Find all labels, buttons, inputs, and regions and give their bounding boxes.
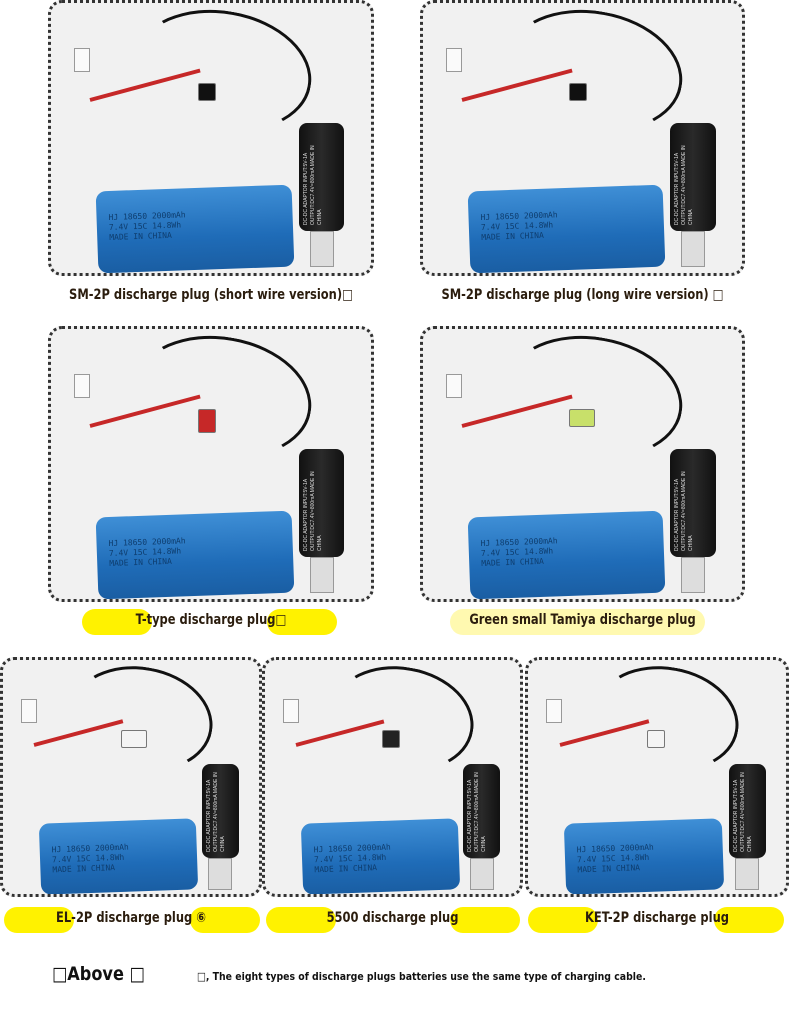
- highlight-pill-left: [528, 907, 598, 933]
- usb-charger: DC-DC ADAPTOR INPUT:5V-1A OUTPUT:DC7.4V=…: [202, 764, 239, 859]
- adapter-label: DC-DC ADAPTOR INPUT:5V-1A OUTPUT:DC7.4V=…: [732, 772, 753, 853]
- panel-caption: EL-2P discharge plug ⑥: [56, 910, 206, 926]
- highlight-pill-right: [267, 609, 337, 635]
- usb-connector: [469, 858, 494, 890]
- panel-caption: 5500 discharge plug: [326, 910, 459, 926]
- charging-cable: [322, 660, 482, 783]
- highlight-pill-left: [82, 609, 152, 635]
- balance-connector: [73, 374, 90, 398]
- adapter-label: DC-DC ADAPTOR INPUT:5V-1A OUTPUT:DC7.4V=…: [674, 145, 694, 225]
- balance-connector: [546, 699, 563, 724]
- charging-cable: [60, 660, 221, 784]
- charging-cable: [495, 3, 693, 146]
- charging-cable: [495, 329, 693, 472]
- panel-caption: Green small Tamiya discharge plug: [469, 612, 696, 628]
- usb-connector: [680, 231, 705, 267]
- adapter-label: DC-DC ADAPTOR INPUT:5V-1A OUTPUT:DC7.4V=…: [467, 772, 488, 853]
- usb-charger: DC-DC ADAPTOR INPUT:5V-1A OUTPUT:DC7.4V=…: [463, 764, 500, 859]
- panel-caption: SM-2P discharge plug (short wire version…: [69, 287, 353, 303]
- usb-connector: [309, 557, 334, 593]
- usb-charger: DC-DC ADAPTOR INPUT:5V-1A OUTPUT:DC7.4V=…: [298, 449, 345, 557]
- usb-charger: DC-DC ADAPTOR INPUT:5V-1A OUTPUT:DC7.4V=…: [670, 123, 716, 231]
- panel-caption: SM-2P discharge plug (long wire version)…: [441, 287, 724, 303]
- panel-caption: T-type discharge plug□: [135, 612, 287, 628]
- adapter-label: DC-DC ADAPTOR INPUT:5V-1A OUTPUT:DC7.4V=…: [206, 772, 227, 853]
- discharge-plug-sm-2p: [569, 83, 588, 101]
- discharge-plug-tamiya: [569, 409, 596, 427]
- charging-cable: [123, 3, 321, 146]
- footer-note: □Above □ □, The eight types of discharge…: [52, 963, 725, 985]
- charging-cable: [123, 329, 321, 472]
- discharge-plug-t-type: [197, 409, 216, 433]
- adapter-label: DC-DC ADAPTOR INPUT:5V-1A OUTPUT:DC7.4V=…: [674, 471, 694, 551]
- note-text: □, The eight types of discharge plugs ba…: [196, 970, 646, 983]
- product-panel: DC-DC ADAPTOR INPUT:5V-1A OUTPUT:DC7.4V=…: [48, 326, 374, 602]
- balance-connector: [283, 699, 300, 724]
- usb-connector: [735, 858, 760, 890]
- usb-charger: DC-DC ADAPTOR INPUT:5V-1A OUTPUT:DC7.4V=…: [670, 449, 716, 557]
- discharge-plug-5500: [382, 729, 401, 748]
- highlight-band: [450, 609, 705, 635]
- discharge-plug-el-2p: [120, 729, 147, 748]
- product-panel: DC-DC ADAPTOR INPUT:5V-1A OUTPUT:DC7.4V=…: [262, 657, 523, 897]
- highlight-pill-right: [450, 907, 520, 933]
- balance-connector: [445, 374, 462, 398]
- product-panel: DC-DC ADAPTOR INPUT:5V-1A OUTPUT:DC7.4V=…: [48, 0, 374, 276]
- balance-connector: [21, 699, 38, 724]
- balance-connector: [73, 48, 90, 72]
- charging-cable: [586, 660, 748, 784]
- product-panel: DC-DC ADAPTOR INPUT:5V-1A OUTPUT:DC7.4V=…: [420, 0, 745, 276]
- discharge-plug-sm-2p: [197, 83, 216, 101]
- usb-connector: [208, 858, 233, 890]
- usb-connector: [680, 557, 705, 593]
- highlight-pill-right: [190, 907, 260, 933]
- usb-connector: [309, 231, 334, 267]
- adapter-label: DC-DC ADAPTOR INPUT:5V-1A OUTPUT:DC7.4V=…: [302, 145, 323, 225]
- discharge-plug-ket-2p: [646, 729, 665, 748]
- note-prefix: □Above □: [52, 963, 145, 985]
- usb-charger: DC-DC ADAPTOR INPUT:5V-1A OUTPUT:DC7.4V=…: [298, 123, 345, 231]
- highlight-pill-right: [714, 907, 784, 933]
- highlight-pill-left: [4, 907, 74, 933]
- adapter-label: DC-DC ADAPTOR INPUT:5V-1A OUTPUT:DC7.4V=…: [302, 471, 323, 551]
- highlight-pill-left: [266, 907, 336, 933]
- balance-connector: [445, 48, 462, 72]
- usb-charger: DC-DC ADAPTOR INPUT:5V-1A OUTPUT:DC7.4V=…: [728, 764, 766, 859]
- product-panel: DC-DC ADAPTOR INPUT:5V-1A OUTPUT:DC7.4V=…: [525, 657, 789, 897]
- product-panel: DC-DC ADAPTOR INPUT:5V-1A OUTPUT:DC7.4V=…: [0, 657, 262, 897]
- panel-caption: KET-2P discharge plug: [585, 910, 729, 926]
- product-panel: DC-DC ADAPTOR INPUT:5V-1A OUTPUT:DC7.4V=…: [420, 326, 745, 602]
